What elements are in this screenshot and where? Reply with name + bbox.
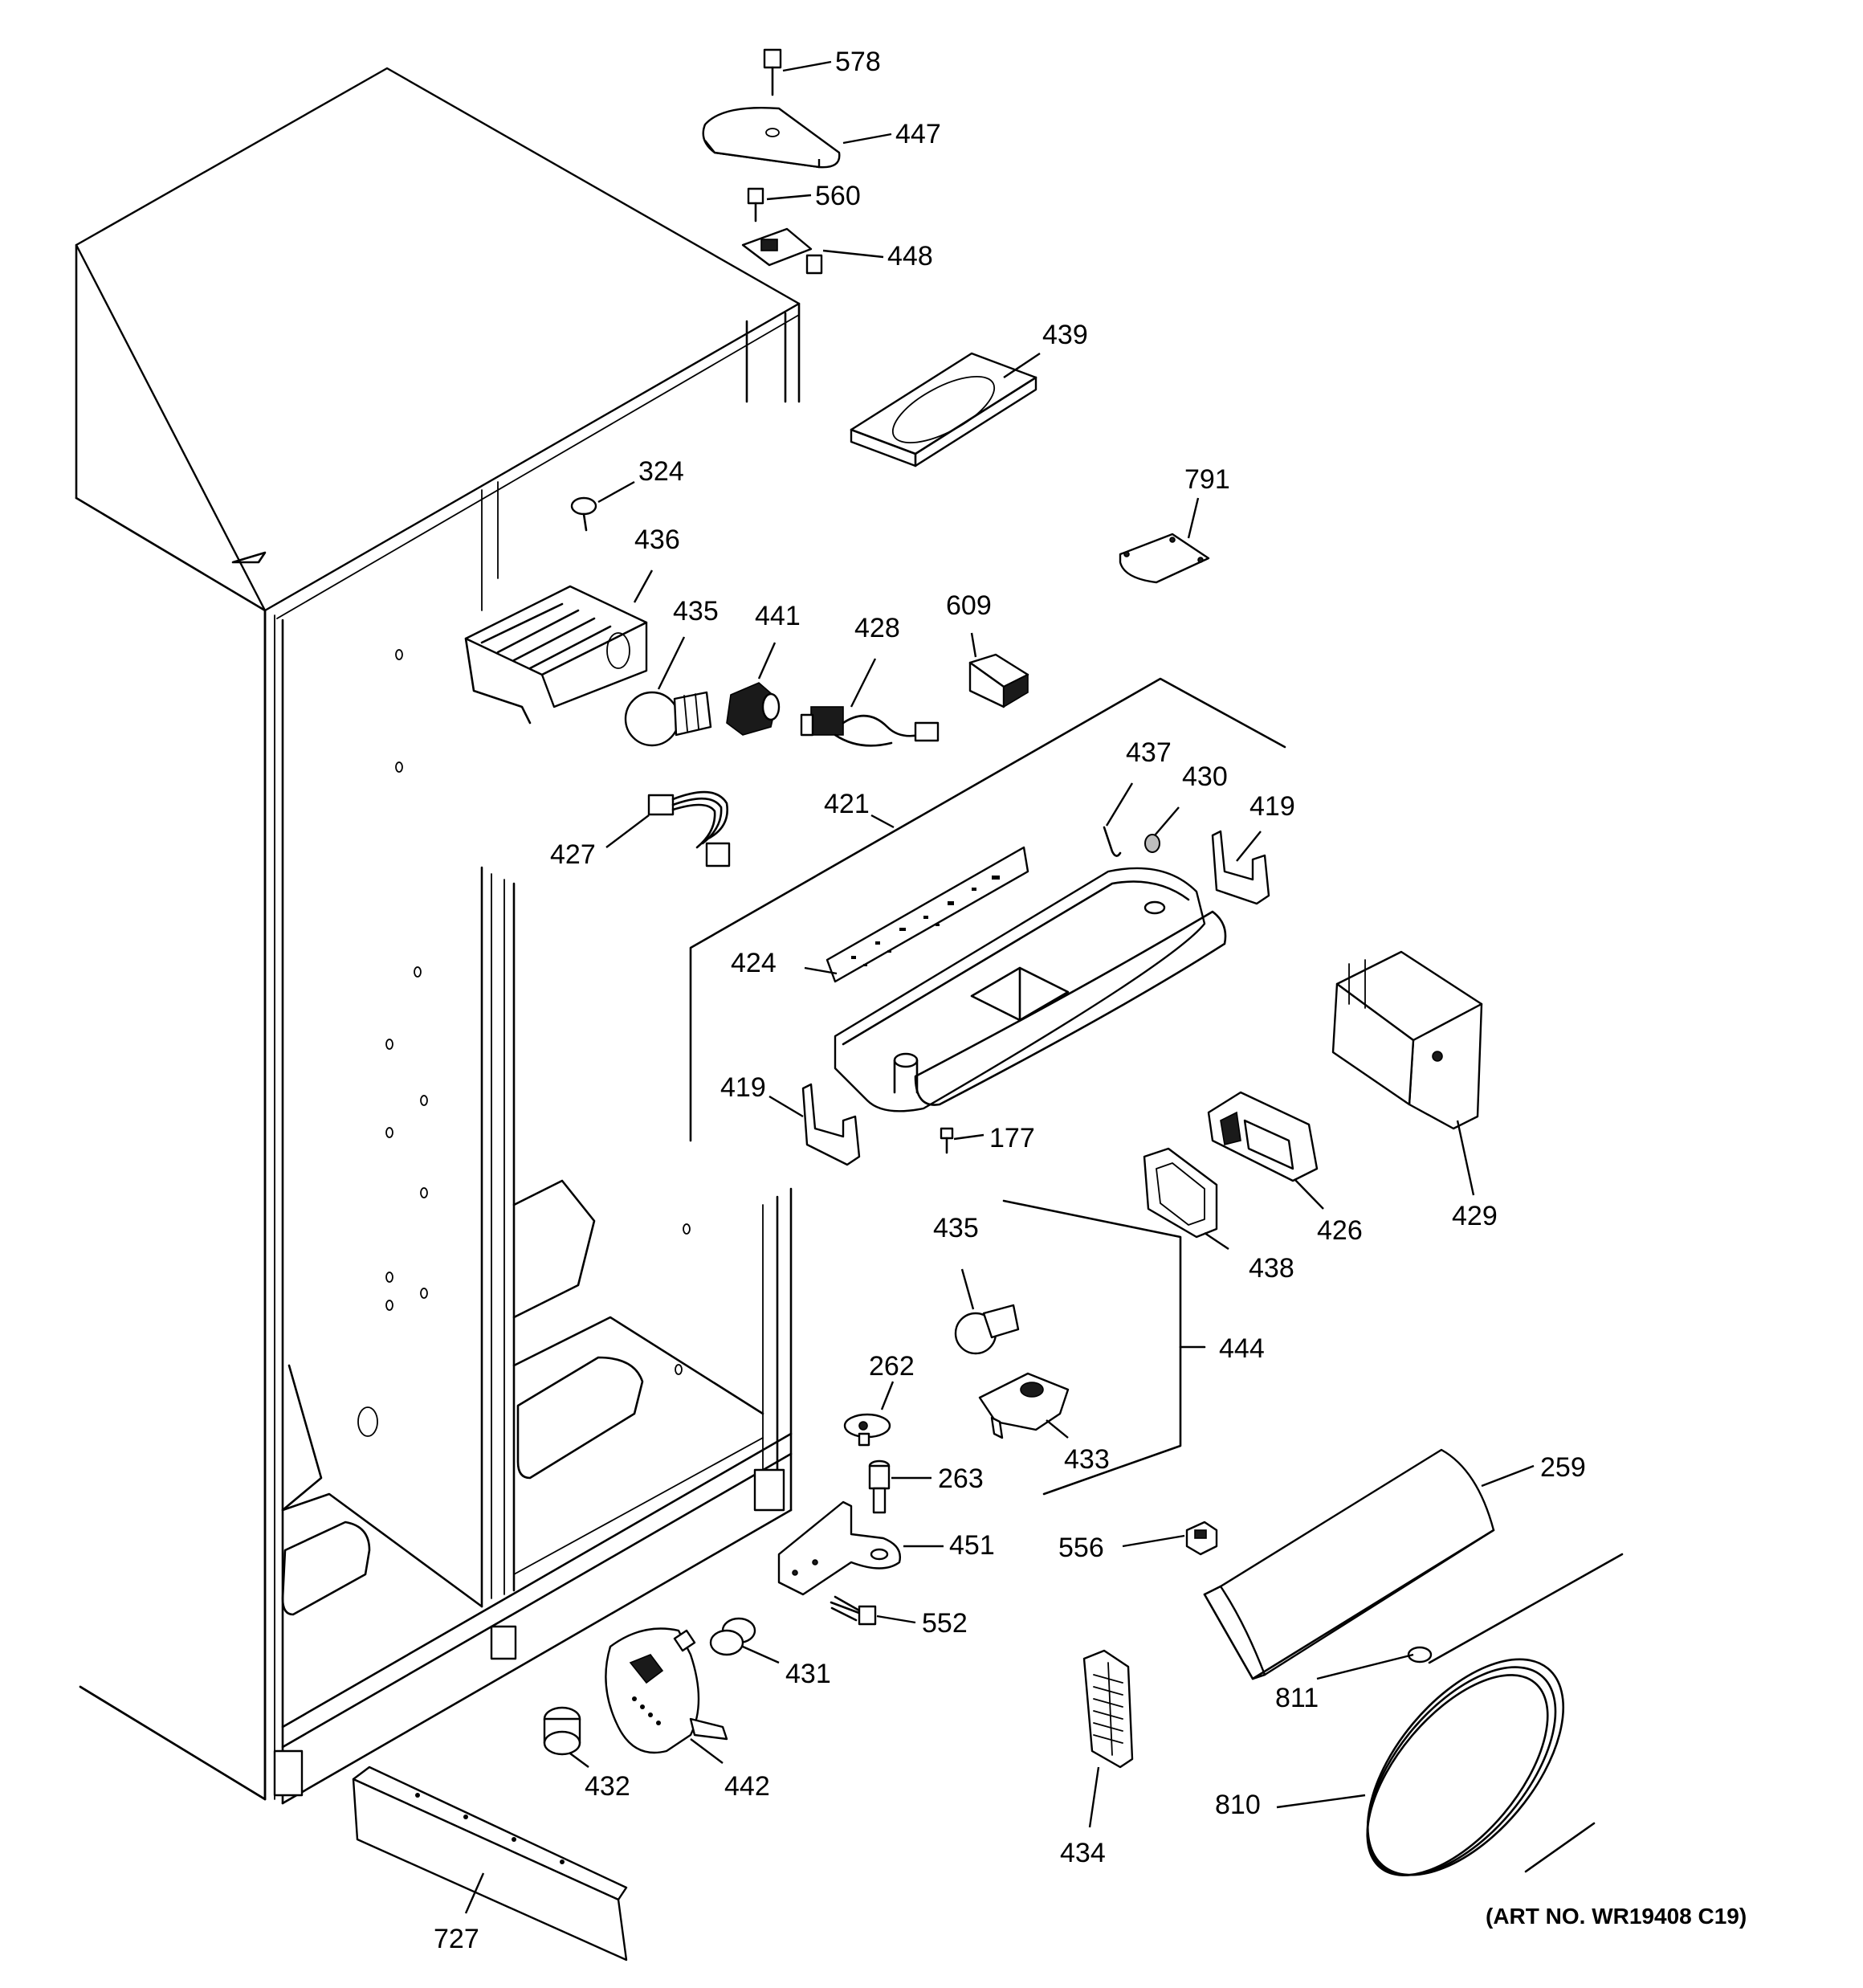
callout-433: 433 bbox=[1064, 1444, 1110, 1475]
art-number: (ART NO. WR19408 C19) bbox=[1486, 1904, 1747, 1929]
callout-444: 444 bbox=[1219, 1333, 1265, 1364]
callout-324: 324 bbox=[638, 456, 684, 487]
part-442-thermostat bbox=[605, 1627, 728, 1754]
callout-430: 430 bbox=[1182, 761, 1228, 792]
refrigerator-cabinet bbox=[75, 67, 801, 1805]
callout-436: 436 bbox=[634, 525, 680, 555]
part-436-light-housing bbox=[464, 585, 648, 725]
callout-442: 442 bbox=[724, 1771, 770, 1802]
part-439-light-shield bbox=[850, 352, 1037, 467]
callout-432: 432 bbox=[585, 1771, 630, 1802]
part-810-water-tubing bbox=[1366, 1553, 1624, 1876]
part-426-light-module bbox=[1207, 1091, 1319, 1182]
callout-426: 426 bbox=[1317, 1215, 1363, 1246]
part-324-fastener bbox=[570, 496, 597, 532]
callout-434: 434 bbox=[1060, 1838, 1106, 1868]
part-259-light-cover bbox=[1203, 1448, 1495, 1680]
part-419-bracket-upper bbox=[1211, 830, 1270, 905]
callout-263: 263 bbox=[938, 1463, 984, 1494]
part-447-hinge-cover bbox=[702, 106, 841, 169]
callout-438: 438 bbox=[1249, 1253, 1294, 1284]
part-448-hinge bbox=[741, 227, 823, 275]
part-419-bracket-lower bbox=[801, 1083, 861, 1166]
callout-419b: 419 bbox=[720, 1072, 766, 1103]
part-811-clamp bbox=[1407, 1646, 1433, 1663]
part-791-cap bbox=[1119, 533, 1210, 584]
callout-435b: 435 bbox=[933, 1213, 979, 1243]
part-428-switch-harness bbox=[800, 706, 940, 747]
part-262-cam bbox=[843, 1413, 891, 1447]
part-444-group-bracket bbox=[1002, 1199, 1206, 1496]
callout-421: 421 bbox=[824, 789, 870, 819]
part-560-screw bbox=[747, 187, 764, 222]
part-432-knob bbox=[543, 1706, 581, 1756]
part-421-group-bracket bbox=[689, 677, 1286, 1142]
callout-810: 810 bbox=[1215, 1790, 1261, 1820]
part-556-clip bbox=[1185, 1521, 1218, 1556]
part-578-screw bbox=[763, 48, 782, 96]
part-451-hinge-bracket bbox=[777, 1500, 901, 1596]
callout-419a: 419 bbox=[1249, 791, 1295, 822]
callout-427: 427 bbox=[550, 839, 596, 870]
callout-424: 424 bbox=[731, 948, 777, 978]
part-435-light-bulb bbox=[624, 691, 712, 747]
part-434-vent-grille bbox=[1082, 1649, 1134, 1769]
callout-552: 552 bbox=[922, 1608, 968, 1639]
part-438-lens bbox=[1143, 1147, 1218, 1239]
part-427-wire-harness bbox=[647, 790, 731, 867]
callout-727: 727 bbox=[434, 1924, 479, 1954]
callout-439: 439 bbox=[1042, 320, 1088, 350]
callout-451: 451 bbox=[949, 1530, 995, 1561]
callout-259: 259 bbox=[1540, 1452, 1586, 1483]
leader-lines bbox=[464, 60, 1535, 1914]
callout-811: 811 bbox=[1275, 1683, 1319, 1713]
part-430-grommet bbox=[1144, 834, 1160, 853]
callout-431: 431 bbox=[785, 1659, 831, 1689]
callout-560: 560 bbox=[815, 181, 861, 211]
part-727-toe-grille bbox=[352, 1766, 628, 1961]
part-437-spring bbox=[1103, 826, 1122, 857]
callout-labels: 578 447 560 448 439 324 791 436 435 441 … bbox=[434, 47, 1586, 1954]
part-441-socket bbox=[726, 682, 781, 736]
part-429-housing bbox=[1331, 950, 1483, 1130]
callout-578: 578 bbox=[835, 47, 881, 77]
part-433-socket bbox=[978, 1372, 1070, 1439]
callout-556: 556 bbox=[1058, 1533, 1104, 1563]
part-609-connector bbox=[968, 653, 1029, 708]
callout-435a: 435 bbox=[673, 596, 719, 627]
callout-437: 437 bbox=[1126, 737, 1172, 768]
callout-428: 428 bbox=[854, 613, 900, 643]
part-424-control-board bbox=[826, 846, 1029, 983]
part-552-screw bbox=[830, 1595, 877, 1626]
part-431-knob bbox=[709, 1617, 756, 1656]
part-177-screw bbox=[940, 1127, 954, 1154]
callout-177: 177 bbox=[989, 1123, 1035, 1153]
callout-441: 441 bbox=[755, 601, 801, 631]
callout-262: 262 bbox=[869, 1351, 915, 1382]
callout-791: 791 bbox=[1184, 464, 1230, 495]
callout-448: 448 bbox=[887, 241, 933, 271]
part-435-light-bulb-lower bbox=[954, 1304, 1020, 1355]
callout-429: 429 bbox=[1452, 1201, 1498, 1231]
part-421-light-housing-tray bbox=[834, 867, 1227, 1112]
callout-609: 609 bbox=[946, 590, 992, 621]
part-263-pin bbox=[868, 1459, 891, 1514]
callout-447: 447 bbox=[895, 119, 941, 149]
